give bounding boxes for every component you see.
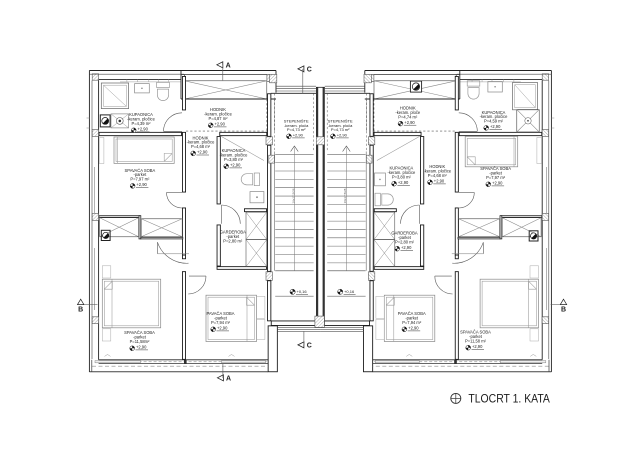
svg-text:P=7,97 m²: P=7,97 m² bbox=[486, 175, 506, 180]
svg-text:-parket: -parket bbox=[133, 335, 147, 340]
svg-text:16x17,5/28: 16x17,5/28 bbox=[343, 188, 347, 203]
svg-text:-keram. pločice: -keram. pločice bbox=[187, 140, 215, 145]
svg-text:C: C bbox=[307, 343, 312, 350]
svg-text:P=7,97 m²: P=7,97 m² bbox=[130, 177, 150, 182]
svg-text:KUPAONICA: KUPAONICA bbox=[129, 112, 153, 117]
svg-text:P=4,59 m²: P=4,59 m² bbox=[484, 119, 504, 124]
svg-text:-parket: -parket bbox=[489, 171, 503, 176]
svg-text:+2,90: +2,90 bbox=[215, 122, 226, 127]
svg-text:SPAVAČA SOBA: SPAVAČA SOBA bbox=[460, 330, 491, 335]
svg-text:+0,16: +0,16 bbox=[344, 289, 355, 294]
svg-text:SPAVAĆA SOBA: SPAVAĆA SOBA bbox=[125, 168, 156, 173]
svg-text:+2,90: +2,90 bbox=[197, 150, 208, 155]
svg-text:-parket: -parket bbox=[469, 334, 483, 339]
svg-text:P=3,80 m²: P=3,80 m² bbox=[392, 174, 412, 179]
svg-text:P=4,68 m²: P=4,68 m² bbox=[191, 144, 211, 149]
svg-text:+2,90: +2,90 bbox=[138, 127, 149, 132]
svg-text:A: A bbox=[226, 375, 231, 382]
svg-text:SPAVAČA SOBA: SPAVAČA SOBA bbox=[124, 330, 155, 335]
svg-text:KUPAONICA: KUPAONICA bbox=[482, 110, 506, 115]
svg-text:P=3,80 m²: P=3,80 m² bbox=[224, 157, 244, 162]
svg-text:B: B bbox=[561, 307, 566, 314]
svg-text:+0,16: +0,16 bbox=[297, 289, 308, 294]
svg-text:+2,90: +2,90 bbox=[434, 179, 445, 184]
svg-text:HODNIK: HODNIK bbox=[400, 106, 416, 111]
svg-text:STEPENIŠTE: STEPENIŠTE bbox=[328, 119, 353, 124]
svg-text:+2,90: +2,90 bbox=[230, 163, 241, 168]
svg-text:-parket: -parket bbox=[214, 316, 228, 321]
svg-text:-keram. pločice: -keram. pločice bbox=[127, 117, 155, 122]
svg-text:-parket: -parket bbox=[226, 234, 240, 239]
svg-text:+2,90: +2,90 bbox=[401, 245, 412, 250]
svg-text:HODNIK: HODNIK bbox=[429, 164, 445, 169]
svg-text:+2,90: +2,90 bbox=[136, 345, 147, 350]
svg-text:+2,90: +2,90 bbox=[492, 181, 503, 186]
svg-text:KUPAONICA: KUPAONICA bbox=[389, 166, 413, 171]
svg-text:P=4,73 m²: P=4,73 m² bbox=[287, 127, 306, 132]
svg-text:-keram. pločice: -keram. pločice bbox=[480, 114, 508, 119]
svg-text:HODNIK: HODNIK bbox=[193, 135, 209, 140]
svg-text:-keram. ploča: -keram. ploča bbox=[328, 123, 353, 128]
svg-text:P=11,58 m²: P=11,58 m² bbox=[465, 338, 487, 343]
svg-text:HODNIK: HODNIK bbox=[210, 107, 226, 112]
svg-text:+2,90: +2,90 bbox=[136, 182, 147, 187]
svg-text:+2,90: +2,90 bbox=[404, 120, 415, 125]
svg-text:GARDEROBA: GARDEROBA bbox=[220, 230, 246, 235]
svg-text:P=4,87 m²: P=4,87 m² bbox=[209, 116, 229, 121]
svg-text:P=4,74 m²: P=4,74 m² bbox=[398, 114, 418, 119]
svg-text:-keram. pločice: -keram. pločice bbox=[423, 169, 451, 174]
svg-text:SPAVAČA SOBA: SPAVAČA SOBA bbox=[480, 166, 511, 171]
svg-text:+2,90: +2,90 bbox=[293, 133, 304, 138]
svg-text:P=2,80 m²: P=2,80 m² bbox=[395, 239, 415, 244]
svg-text:16x17,5/28: 16x17,5/28 bbox=[292, 188, 296, 203]
svg-text:STEPENIŠTE: STEPENIŠTE bbox=[284, 119, 309, 124]
svg-text:PAVAČA SOBA: PAVAČA SOBA bbox=[398, 311, 426, 316]
svg-text:P=7,94 m²: P=7,94 m² bbox=[402, 320, 422, 325]
svg-text:-keram. pločice: -keram. pločice bbox=[220, 153, 248, 158]
svg-text:+2,90: +2,90 bbox=[408, 326, 419, 331]
svg-text:TLOCRT 1. KATA: TLOCRT 1. KATA bbox=[468, 394, 550, 406]
svg-text:KUPAONICA: KUPAONICA bbox=[222, 148, 246, 153]
svg-text:P=7,94 m²: P=7,94 m² bbox=[211, 320, 231, 325]
svg-text:-parket: -parket bbox=[405, 316, 419, 321]
svg-text:+2,90: +2,90 bbox=[472, 344, 483, 349]
svg-text:-keram. ploča: -keram. ploča bbox=[284, 123, 309, 128]
svg-text:+2,90: +2,90 bbox=[398, 180, 409, 185]
svg-text:-parket: -parket bbox=[398, 235, 412, 240]
svg-text:+2,90: +2,90 bbox=[490, 124, 501, 129]
svg-text:GARDEROBA: GARDEROBA bbox=[391, 231, 417, 236]
svg-text:-keram. ploče: -keram. ploče bbox=[395, 110, 421, 115]
svg-text:PAVAČA SOBA: PAVAČA SOBA bbox=[207, 311, 235, 316]
svg-text:P=11,58m²: P=11,58m² bbox=[130, 339, 150, 344]
svg-text:-keram. pločice: -keram. pločice bbox=[204, 112, 232, 117]
svg-text:P=4,39 m²: P=4,39 m² bbox=[132, 121, 152, 126]
svg-text:P=4,68 m²: P=4,68 m² bbox=[428, 173, 448, 178]
svg-text:-keram. pločice: -keram. pločice bbox=[388, 170, 416, 175]
svg-text:+2,90: +2,90 bbox=[337, 133, 348, 138]
svg-text:P=4,73 m²: P=4,73 m² bbox=[331, 127, 350, 132]
svg-text:B: B bbox=[78, 307, 83, 314]
svg-text:-parket: -parket bbox=[134, 172, 148, 177]
svg-text:P=2,80 m²: P=2,80 m² bbox=[223, 238, 243, 243]
svg-text:+2,90: +2,90 bbox=[217, 326, 228, 331]
svg-text:C: C bbox=[307, 67, 312, 74]
svg-text:A: A bbox=[226, 63, 231, 70]
